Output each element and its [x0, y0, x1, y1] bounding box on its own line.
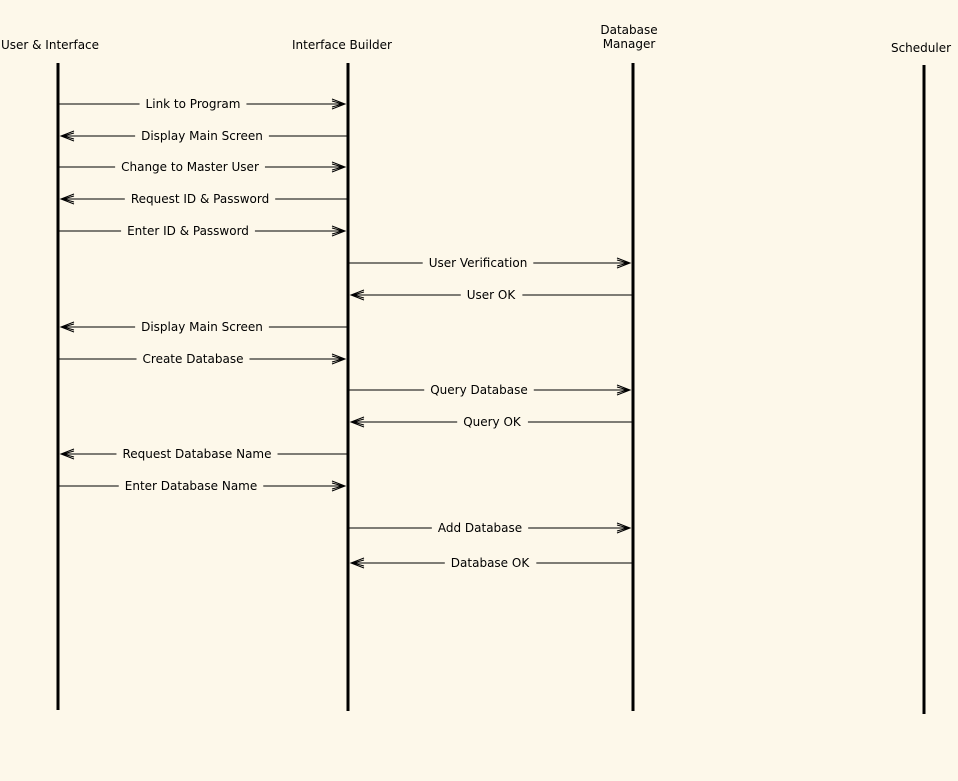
arrowhead-icon: [331, 353, 347, 365]
message-label: User Verification: [429, 256, 528, 270]
message-11: Query OK: [349, 415, 632, 429]
arrowhead-icon: [616, 257, 632, 269]
arrowhead-icon: [616, 384, 632, 396]
message-10: Query Database: [349, 383, 632, 397]
message-8: Display Main Screen: [59, 320, 347, 334]
message-9: Create Database: [59, 352, 347, 366]
message-label: Display Main Screen: [141, 129, 263, 143]
actor-label-scheduler: Scheduler: [890, 41, 952, 55]
message-4: Request ID & Password: [59, 192, 347, 206]
message-13: Enter Database Name: [59, 479, 347, 493]
message-label: Request ID & Password: [131, 192, 269, 206]
arrowhead-icon: [59, 448, 75, 460]
message-1: Link to Program: [59, 97, 347, 111]
arrowhead-icon: [331, 225, 347, 237]
actor-label-builder: Interface Builder: [292, 38, 392, 52]
arrowhead-icon: [59, 321, 75, 333]
message-5: Enter ID & Password: [59, 224, 347, 238]
message-label: Change to Master User: [121, 160, 259, 174]
arrowhead-icon: [331, 161, 347, 173]
message-15: Database OK: [349, 556, 632, 570]
arrowhead-icon: [349, 289, 365, 301]
message-label: Link to Program: [146, 97, 241, 111]
message-label: Query Database: [430, 383, 528, 397]
message-label: Database OK: [451, 556, 531, 570]
arrowhead-icon: [349, 416, 365, 428]
arrowhead-icon: [59, 193, 75, 205]
message-12: Request Database Name: [59, 447, 347, 461]
message-6: User Verification: [349, 256, 632, 270]
message-label: Enter Database Name: [125, 479, 258, 493]
message-14: Add Database: [349, 521, 632, 535]
arrowhead-icon: [349, 557, 365, 569]
message-label: Create Database: [143, 352, 244, 366]
arrowhead-icon: [59, 130, 75, 142]
message-label: Display Main Screen: [141, 320, 263, 334]
message-label: Enter ID & Password: [127, 224, 249, 238]
message-7: User OK: [349, 288, 632, 302]
message-label: User OK: [467, 288, 517, 302]
message-2: Display Main Screen: [59, 129, 347, 143]
message-label: Add Database: [438, 521, 522, 535]
message-3: Change to Master User: [59, 160, 347, 174]
message-label: Query OK: [463, 415, 522, 429]
actor-label-dbm: Database Manager: [600, 23, 658, 51]
arrowhead-icon: [331, 480, 347, 492]
arrowhead-icon: [616, 522, 632, 534]
actor-label-user: User & Interface: [0, 38, 100, 52]
arrowhead-icon: [331, 98, 347, 110]
message-label: Request Database Name: [122, 447, 271, 461]
